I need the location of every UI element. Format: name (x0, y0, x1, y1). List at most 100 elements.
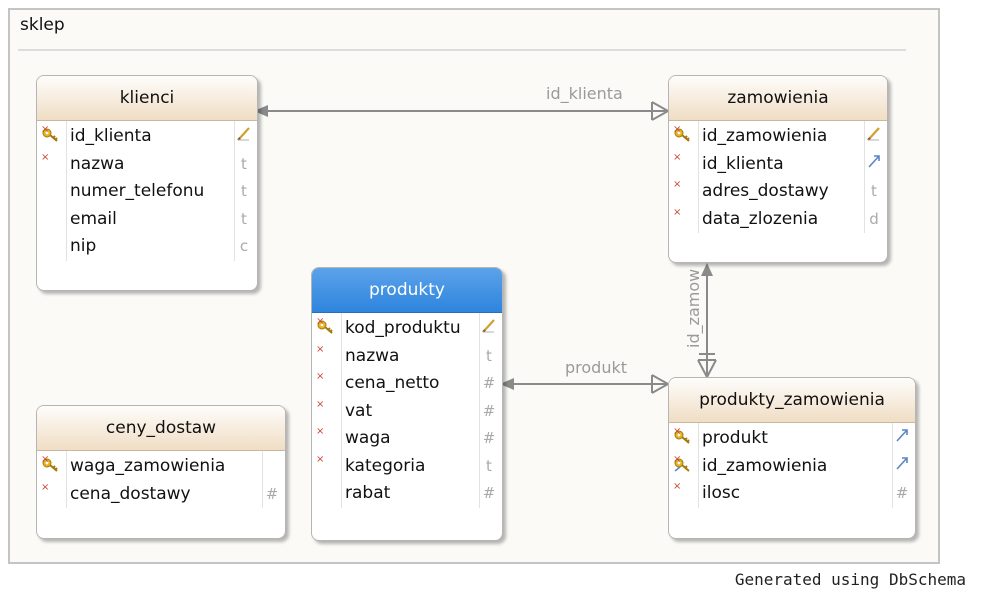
table-ceny-dostaw[interactable]: ceny_dostaw × waga_zamowienia× cena_dostaw… (36, 405, 286, 539)
table-header[interactable]: ceny_dostaw (37, 406, 285, 451)
column-list: × waga_zamowienia× cena_dostawy # (37, 451, 285, 508)
column-row[interactable]: numer_telefonu t (37, 178, 257, 206)
column-divider (66, 451, 67, 508)
foreign-key-arrow-icon (867, 151, 881, 179)
column-name: waga_zamowienia (70, 456, 226, 476)
column-name: vat (345, 400, 373, 421)
column-row[interactable]: email t (37, 206, 257, 234)
crowfoot-produkty-zamowienia (651, 374, 669, 394)
column-name: nip (70, 236, 97, 256)
relation-label-id-zamowienia: id_zamow (684, 268, 703, 348)
not-null-icon: × (673, 453, 682, 465)
column-name: nazwa (70, 153, 125, 174)
column-row[interactable]: × kod_produktu (312, 315, 502, 343)
not-null-icon: × (41, 454, 50, 465)
title-divider (18, 49, 906, 51)
column-divider (234, 121, 235, 261)
column-type-label: t (241, 182, 247, 200)
column-row[interactable]: × id_zamowienia (669, 123, 887, 151)
column-row[interactable]: ×vat# (312, 398, 502, 426)
column-type-label: t (486, 456, 492, 475)
table-header[interactable]: produkty_zamowienia (669, 378, 915, 423)
arrowhead-produkty (500, 378, 514, 390)
column-name: produkt (702, 428, 768, 448)
column-divider (66, 121, 67, 261)
not-null-icon: × (673, 124, 682, 135)
edit-pencil-icon (867, 123, 881, 151)
column-row[interactable]: × waga_zamowienia (37, 453, 285, 481)
edit-pencil-icon (237, 123, 251, 151)
column-divider (262, 451, 263, 508)
column-name: adres_dostawy (702, 181, 829, 201)
column-type-label: # (482, 429, 496, 447)
table-zamowienia[interactable]: zamowienia × id_zamowienia×id_klienta × adr… (668, 75, 888, 263)
column-list: ×produkt× id_zamowienia× ilosc # (669, 423, 915, 508)
column-name: ilosc (702, 483, 741, 503)
relation-label-id-klienta: id_klienta (546, 84, 623, 103)
column-name: waga (345, 428, 391, 448)
column-name: kod_produktu (345, 318, 461, 338)
column-divider (864, 121, 865, 233)
arrowhead-zamowienia (701, 263, 713, 276)
column-row[interactable]: ×waga# (312, 425, 502, 453)
column-type-label: # (482, 374, 496, 392)
not-null-icon: × (316, 316, 325, 327)
crowfoot-zamowienia (651, 101, 669, 121)
column-row[interactable]: ×ilosc# (669, 480, 915, 508)
column-name: id_klienta (70, 126, 152, 146)
column-row[interactable]: ×id_klienta (669, 151, 887, 179)
column-name: numer_telefonu (70, 181, 205, 201)
footer-credit: Generated using DbSchema (734, 570, 966, 589)
table-produkty-zamowienia[interactable]: produkty_zamowienia ×produkt× id_zamowien… (668, 377, 916, 539)
relation-label-produkt: produkt (565, 358, 628, 377)
column-name: id_zamowienia (702, 126, 828, 146)
column-name: data_zlozenia (702, 208, 819, 229)
column-name: cena_dostawy (70, 483, 191, 504)
foreign-key-arrow-icon (895, 453, 909, 481)
column-divider (479, 313, 480, 508)
column-name: nazwa (345, 345, 400, 366)
column-row[interactable]: ×cena_netto# (312, 370, 502, 398)
column-row[interactable]: rabat # (312, 480, 502, 508)
column-name: kategoria (345, 455, 426, 476)
column-type-label: t (871, 182, 877, 200)
column-name: id_klienta (702, 153, 784, 174)
not-null-icon: × (41, 124, 50, 135)
column-divider (698, 423, 699, 508)
column-name: cena_netto (345, 373, 440, 393)
column-name: rabat (345, 483, 391, 503)
column-row[interactable]: ×cena_dostawy# (37, 481, 285, 509)
column-type-label: # (895, 484, 909, 502)
column-type-label: t (241, 209, 247, 228)
column-name: id_zamowienia (702, 455, 828, 476)
column-type-label: d (869, 209, 879, 228)
table-header[interactable]: zamowienia (669, 76, 887, 121)
column-row[interactable]: ×produkt (669, 425, 915, 453)
edit-pencil-icon (482, 315, 496, 343)
column-type-label: t (486, 346, 492, 365)
arrowhead-klienci (254, 105, 268, 117)
column-divider (698, 121, 699, 233)
table-header-selected[interactable]: produkty (312, 268, 502, 313)
column-row[interactable]: × id_klienta (37, 123, 257, 151)
column-divider (341, 313, 342, 508)
column-type-label: # (265, 484, 279, 503)
crowfoot-produkty-zamowienia-vertical (697, 353, 717, 378)
column-name: email (70, 208, 117, 229)
column-type-label: # (482, 484, 496, 502)
table-header[interactable]: klienci (37, 76, 257, 121)
column-divider (892, 423, 893, 508)
schema-title: sklep (20, 15, 65, 35)
column-list: × id_zamowienia×id_klienta × adres_dostawy t… (669, 121, 887, 233)
column-row[interactable]: × id_zamowienia (669, 453, 915, 481)
